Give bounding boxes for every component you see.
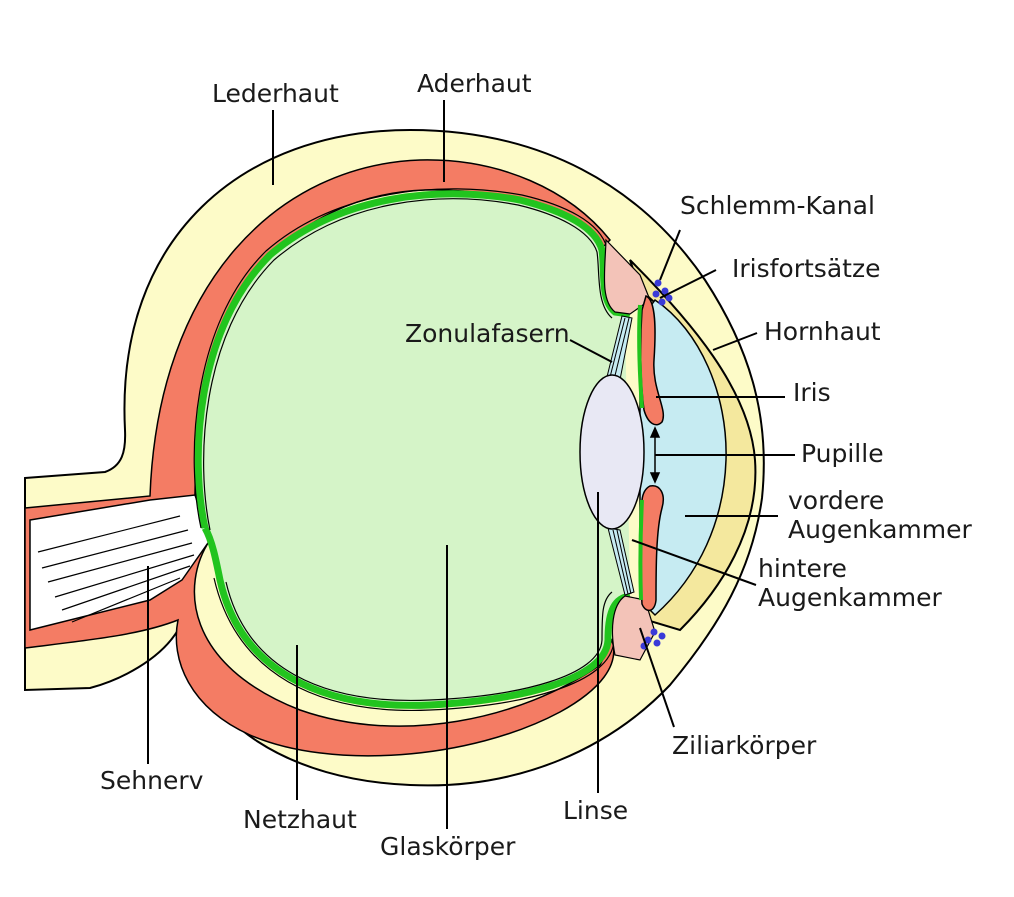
label-pupille: Pupille xyxy=(801,439,884,468)
label-aderhaut: Aderhaut xyxy=(417,69,532,98)
label-lederhaut: Lederhaut xyxy=(212,79,339,108)
zonular-fibers xyxy=(604,315,635,596)
label-irisfortsaetze: Irisfortsätze xyxy=(732,254,880,283)
retina xyxy=(194,190,631,709)
retina-outline xyxy=(193,188,625,712)
label-zonulafasern: Zonulafasern xyxy=(405,319,570,348)
label-sehnerv: Sehnerv xyxy=(100,766,204,795)
label-netzhaut: Netzhaut xyxy=(243,805,357,834)
label-vordere-augenkammer-line2: Augenkammer xyxy=(788,515,972,544)
label-hintere-augenkammer-line1: hintere xyxy=(758,554,847,583)
choroid xyxy=(24,159,615,757)
label-hintere-augenkammer-line2: Augenkammer xyxy=(758,583,942,612)
label-hornhaut: Hornhaut xyxy=(764,317,881,346)
label-ziliarkoerper: Ziliarkörper xyxy=(672,731,817,760)
label-vordere-augenkammer-line1: vordere xyxy=(788,486,884,515)
anterior-chamber xyxy=(639,298,727,617)
label-iris: Iris xyxy=(793,378,831,407)
iris-green-band xyxy=(637,304,644,601)
schlemm-canal-dots xyxy=(640,279,673,650)
label-linse: Linse xyxy=(563,796,628,825)
optic-nerve-fibers xyxy=(37,515,195,623)
leader-lines xyxy=(147,100,795,829)
label-schlemm-kanal: Schlemm-Kanal xyxy=(680,191,875,220)
lens xyxy=(579,374,645,530)
label-glaskoerper: Glaskörper xyxy=(380,832,516,861)
vitreous-body xyxy=(198,193,630,706)
